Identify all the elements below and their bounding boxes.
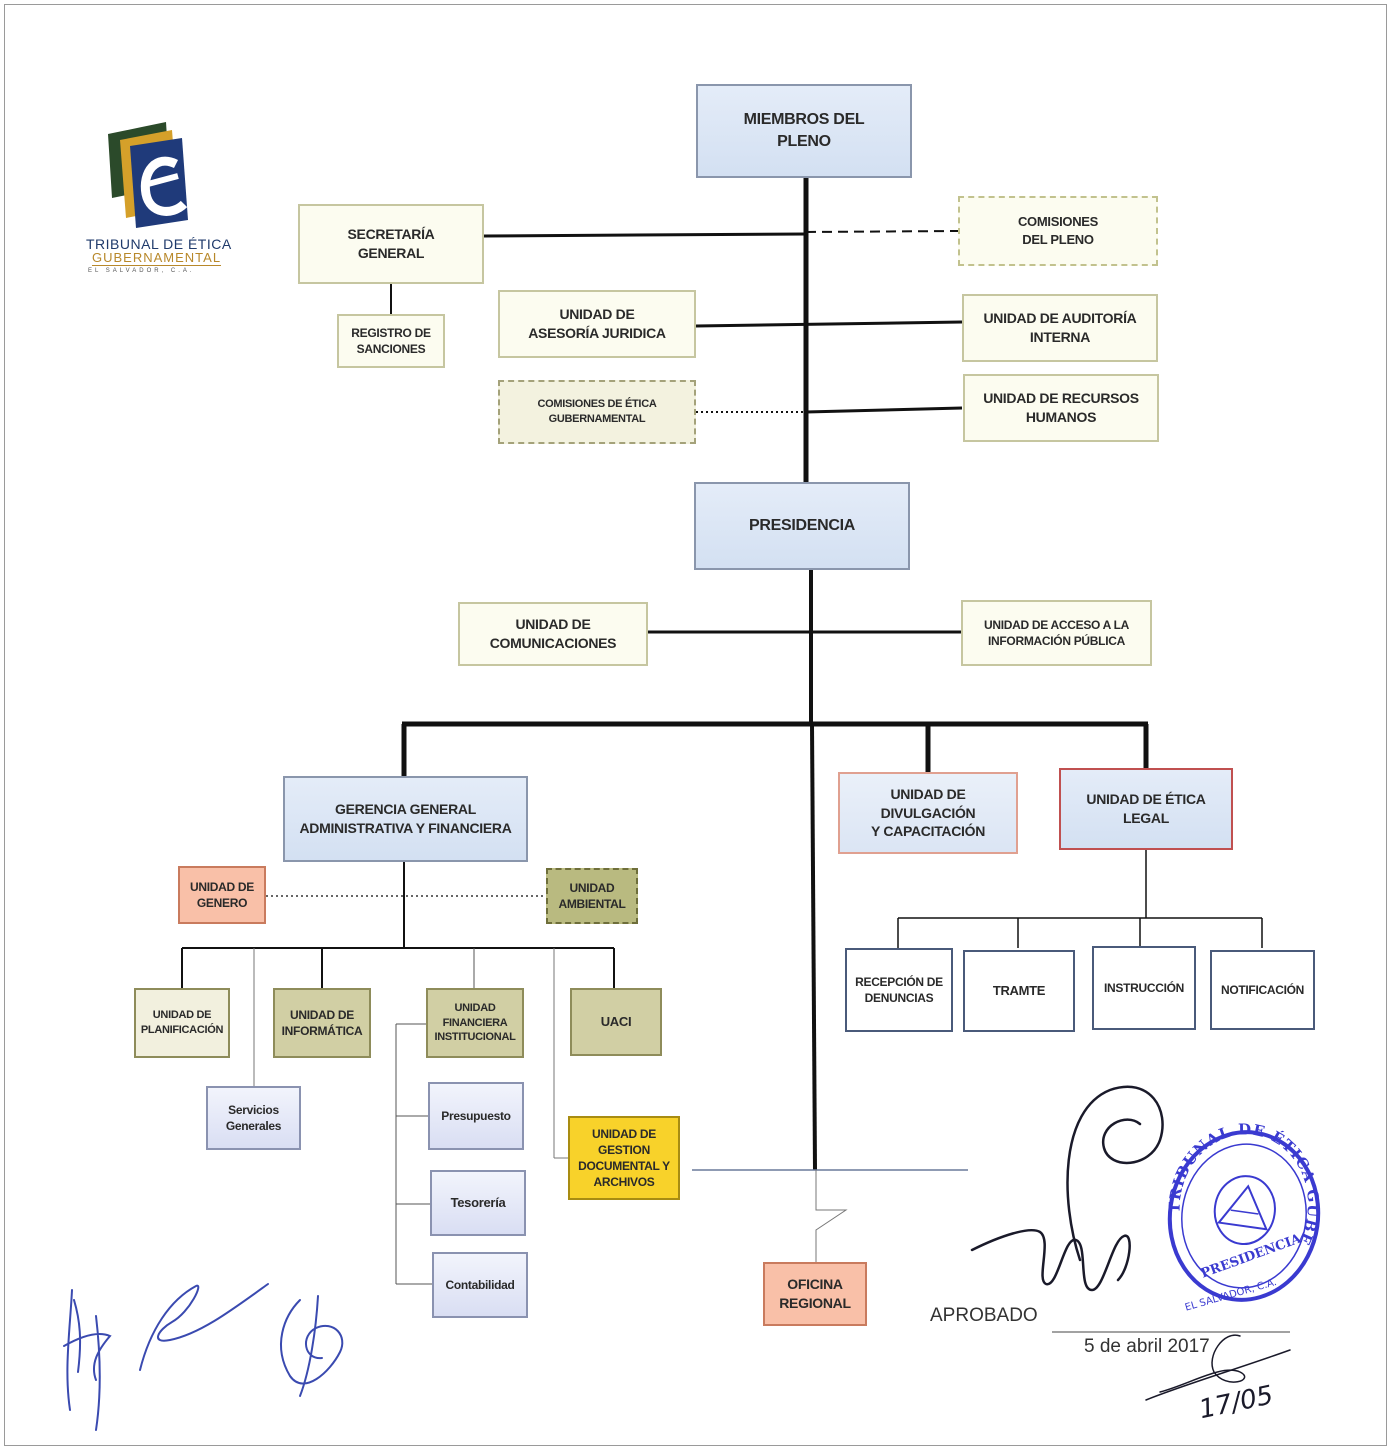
logo-text-line2: GUBERNAMENTAL	[92, 250, 222, 266]
logo-text-line3: EL SALVADOR, C.A.	[88, 268, 195, 274]
node-auditoria-interna[interactable]: UNIDAD DE AUDITORÍA INTERNA	[962, 294, 1158, 362]
node-uaci[interactable]: UACI	[570, 988, 662, 1056]
node-tesoreria[interactable]: Tesorería	[430, 1170, 526, 1236]
node-asesoria-juridica[interactable]: UNIDAD DE ASESORÍA JURIDICA	[498, 290, 696, 358]
node-unidad-financiera[interactable]: UNIDAD FINANCIERA INSTITUCIONAL	[426, 988, 524, 1058]
node-gestion-documental[interactable]: UNIDAD DE GESTION DOCUMENTAL Y ARCHIVOS	[568, 1116, 680, 1200]
approval-label: APROBADO	[930, 1305, 1038, 1326]
node-presupuesto[interactable]: Presupuesto	[428, 1082, 524, 1150]
node-planificacion[interactable]: UNIDAD DE PLANIFICACIÓN	[134, 988, 230, 1058]
node-registro-de-sanciones[interactable]: REGISTRO DE SANCIONES	[337, 314, 445, 368]
node-tramite[interactable]: TRAMTE	[963, 950, 1075, 1032]
node-informatica[interactable]: UNIDAD DE INFORMÁTICA	[273, 988, 371, 1058]
node-instruccion[interactable]: INSTRUCCIÓN	[1092, 946, 1196, 1030]
node-miembros-del-pleno[interactable]: MIEMBROS DEL PLENO	[696, 84, 912, 178]
node-servicios-generales[interactable]: Servicios Generales	[206, 1086, 301, 1150]
node-secretaria-general[interactable]: SECRETARÍA GENERAL	[298, 204, 484, 284]
tribunal-logo-icon	[108, 122, 188, 228]
node-unidad-ambiental[interactable]: UNIDAD AMBIENTAL	[546, 868, 638, 924]
logo-text-line1: TRIBUNAL DE ÉTICA	[86, 236, 232, 252]
node-etica-legal[interactable]: UNIDAD DE ÉTICA LEGAL	[1059, 768, 1233, 850]
node-comisiones-de-etica[interactable]: COMISIONES DE ÉTICA GUBERNAMENTAL	[498, 380, 696, 444]
node-presidencia[interactable]: PRESIDENCIA	[694, 482, 910, 570]
node-oficina-regional[interactable]: OFICINA REGIONAL	[763, 1262, 867, 1326]
node-recepcion-de-denuncias[interactable]: RECEPCIÓN DE DENUNCIAS	[845, 948, 953, 1032]
node-divulgacion-capacitacion[interactable]: UNIDAD DE DIVULGACIÓN Y CAPACITACIÓN	[838, 772, 1018, 854]
node-comunicaciones[interactable]: UNIDAD DE COMUNICACIONES	[458, 602, 648, 666]
node-gerencia-general[interactable]: GERENCIA GENERAL ADMINISTRATIVA Y FINANC…	[283, 776, 528, 862]
page-frame	[4, 4, 1387, 1446]
approval-date: 5 de abril 2017	[1084, 1336, 1210, 1357]
node-unidad-de-genero[interactable]: UNIDAD DE GENERO	[178, 866, 266, 924]
node-comisiones-del-pleno[interactable]: COMISIONES DEL PLENO	[958, 196, 1158, 266]
node-contabilidad[interactable]: Contabilidad	[432, 1252, 528, 1318]
node-recursos-humanos[interactable]: UNIDAD DE RECURSOS HUMANOS	[963, 374, 1159, 442]
node-notificacion[interactable]: NOTIFICACIÓN	[1210, 950, 1315, 1030]
node-acceso-informacion-publica[interactable]: UNIDAD DE ACCESO A LA INFORMACIÓN PÚBLIC…	[961, 600, 1152, 666]
